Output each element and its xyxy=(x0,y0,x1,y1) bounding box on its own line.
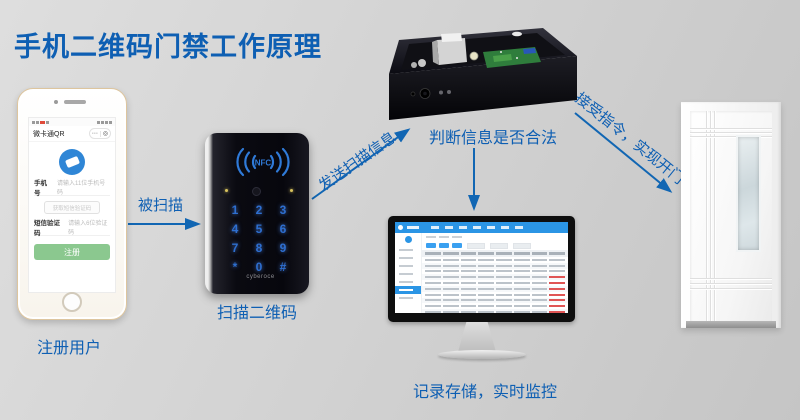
phone-camera-dot xyxy=(54,100,58,104)
get-sms-code-button[interactable]: 获取短信验证码 xyxy=(44,201,100,214)
phone-number-field[interactable]: 手机号 请输入11位手机号码 xyxy=(34,179,110,197)
key-9[interactable]: 9 xyxy=(279,241,287,255)
nfc-icon: NFC xyxy=(236,147,290,177)
admin-button[interactable] xyxy=(439,243,449,248)
arrow-open-door xyxy=(574,112,673,193)
key-7[interactable]: 7 xyxy=(231,241,239,255)
relay-cap-2 xyxy=(411,62,417,68)
key-3[interactable]: 3 xyxy=(279,203,287,217)
monitor xyxy=(388,216,575,322)
led-right xyxy=(290,189,293,192)
admin-content xyxy=(422,233,568,313)
admin-logo-icon xyxy=(398,225,403,230)
door-frame xyxy=(681,102,781,328)
reader-sensor-dot xyxy=(252,187,261,196)
monitor-stand-base xyxy=(438,350,526,359)
phone-status-bar xyxy=(29,118,115,126)
door-threshold xyxy=(686,321,776,328)
admin-sidebar xyxy=(395,233,422,313)
key-0[interactable]: 0 xyxy=(255,260,263,274)
more-icon[interactable]: ⋯ xyxy=(91,130,98,137)
sms-code-placeholder: 请输入6位验证码 xyxy=(68,221,108,236)
arrow-send-info xyxy=(311,128,411,200)
key-2[interactable]: 2 xyxy=(255,203,263,217)
phone-speaker xyxy=(64,100,86,104)
app-nav-bar: 微卡通QR ⋯ ◎ xyxy=(29,126,115,142)
key-4[interactable]: 4 xyxy=(231,222,239,236)
label-scan-qrcode: 扫描二维码 xyxy=(217,305,298,322)
app-title: 微卡通QR xyxy=(33,130,65,138)
key-1[interactable]: 1 xyxy=(231,203,239,217)
phone-number-label: 手机号 xyxy=(34,180,47,197)
access-controller-box xyxy=(389,28,577,120)
door-glass-panel xyxy=(736,135,761,252)
register-button[interactable]: 注册 xyxy=(34,244,110,260)
front-panel-holes xyxy=(410,88,451,99)
key-8[interactable]: 8 xyxy=(255,241,263,255)
label-being-scanned: 被扫描 xyxy=(138,197,184,214)
led-left xyxy=(225,189,228,192)
capsule-icon[interactable]: ◎ xyxy=(102,130,108,137)
sms-code-field[interactable]: 短信验证码 请输入6位验证码 xyxy=(34,219,110,237)
phone-number-placeholder: 请输入11位手机号码 xyxy=(57,181,106,196)
pcb-board xyxy=(483,47,541,68)
key-hash[interactable]: # xyxy=(279,260,287,274)
admin-table-header xyxy=(422,250,568,257)
admin-menu xyxy=(431,226,523,229)
phone-home-button xyxy=(62,292,82,312)
capacitor xyxy=(469,51,479,61)
phone-screen: 微卡通QR ⋯ ◎ 手机号 请输入11位手机号码 获取短信验证码 短信验证码 请… xyxy=(28,117,116,293)
transformer xyxy=(432,33,467,65)
reader-leds xyxy=(205,187,309,196)
access-reader: NFC 1 2 3 4 5 6 7 8 9 * 0 # cyberoce xyxy=(205,133,309,294)
admin-breadcrumb xyxy=(422,233,568,241)
key-5[interactable]: 5 xyxy=(255,222,263,236)
label-record-monitor: 记录存储，实时监控 xyxy=(413,384,558,401)
admin-button[interactable] xyxy=(426,243,436,248)
relay-cap xyxy=(418,59,426,67)
wechat-capsule[interactable]: ⋯ ◎ xyxy=(88,128,111,139)
admin-sidebar-active-item[interactable] xyxy=(395,286,421,294)
monitor-table-rows xyxy=(422,257,568,313)
phone-mockup: 微卡通QR ⋯ ◎ 手机号 请输入11位手机号码 获取短信验证码 短信验证码 请… xyxy=(17,88,127,320)
admin-button[interactable] xyxy=(452,243,462,248)
label-judge-info: 判断信息是否合法 xyxy=(429,130,558,147)
sms-code-label: 短信验证码 xyxy=(34,220,60,237)
label-register-user: 注册用户 xyxy=(37,340,102,357)
box-top-hole xyxy=(512,31,522,37)
door-panel xyxy=(690,111,772,321)
admin-top-bar xyxy=(395,222,568,233)
admin-avatar xyxy=(404,236,412,243)
key-star[interactable]: * xyxy=(232,260,238,274)
app-logo-icon xyxy=(59,149,85,175)
svg-text:NFC: NFC xyxy=(255,159,272,168)
reader-brand: cyberoce xyxy=(246,274,275,280)
key-6[interactable]: 6 xyxy=(279,222,287,236)
page-title: 手机二维码门禁工作原理 xyxy=(14,32,322,62)
admin-screen xyxy=(395,222,568,313)
admin-toolbar xyxy=(422,241,568,250)
reader-keypad: 1 2 3 4 5 6 7 8 9 * 0 # xyxy=(223,203,295,274)
